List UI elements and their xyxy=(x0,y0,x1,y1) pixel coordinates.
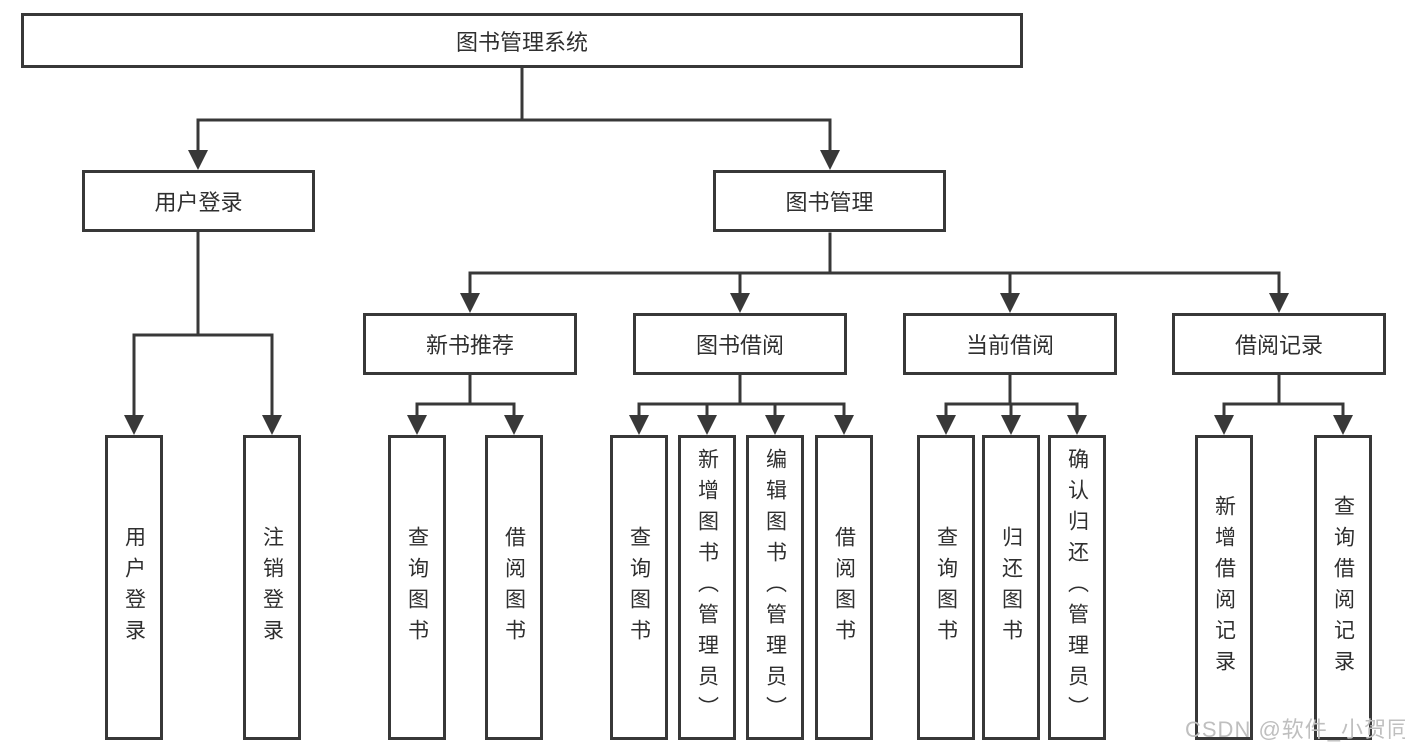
node-leaf-query-books-current-label: 查询图书 xyxy=(934,525,958,650)
node-leaf-add-books-admin-label: 新增图书（管理员） xyxy=(695,448,719,727)
node-leaf-borrow-books-recommend: 借阅图书 xyxy=(485,435,543,740)
connector-new-book-recommendation-to-leaves xyxy=(407,373,524,435)
csdn-watermark: CSDN @软件_小贺同学 xyxy=(1185,717,1405,742)
connector-user-login-to-leaves xyxy=(124,230,282,435)
node-user-login-label: 用户登录 xyxy=(154,190,243,215)
node-leaf-query-books-borrowing: 查询图书 xyxy=(610,435,668,740)
node-leaf-user-login: 用户登录 xyxy=(105,435,163,740)
connector-root-to-level2 xyxy=(188,66,840,170)
node-leaf-confirm-return-admin: 确认归还（管理员） xyxy=(1048,435,1106,740)
node-leaf-logout-label: 注销登录 xyxy=(260,525,284,650)
node-leaf-query-borrow-record-label: 查询借阅记录 xyxy=(1331,494,1355,681)
node-borrowing-records-label: 借阅记录 xyxy=(1234,333,1323,358)
node-leaf-user-login-label: 用户登录 xyxy=(122,525,146,650)
node-borrowing-records: 借阅记录 xyxy=(1172,313,1386,375)
node-book-management-label: 图书管理 xyxy=(785,190,874,215)
node-leaf-add-borrow-record: 新增借阅记录 xyxy=(1195,435,1253,740)
node-leaf-confirm-return-admin-label: 确认归还（管理员） xyxy=(1065,448,1089,727)
node-leaf-return-books: 归还图书 xyxy=(982,435,1040,740)
connector-borrowing-records-to-leaves xyxy=(1214,373,1353,435)
node-book-borrowing-label: 图书借阅 xyxy=(695,333,784,358)
connector-book-borrowing-to-leaves xyxy=(629,373,854,435)
node-new-book-recommendation: 新书推荐 xyxy=(363,313,577,375)
node-leaf-add-borrow-record-label: 新增借阅记录 xyxy=(1212,494,1236,681)
node-leaf-borrow-books-label: 借阅图书 xyxy=(832,525,856,650)
node-current-borrowing-label: 当前借阅 xyxy=(965,333,1054,358)
node-user-login: 用户登录 xyxy=(82,170,315,232)
node-leaf-logout: 注销登录 xyxy=(243,435,301,740)
node-leaf-query-books-recommend: 查询图书 xyxy=(388,435,446,740)
node-book-borrowing: 图书借阅 xyxy=(633,313,847,375)
node-leaf-borrow-books-recommend-label: 借阅图书 xyxy=(502,525,526,650)
node-leaf-query-books-borrowing-label: 查询图书 xyxy=(627,525,651,650)
node-leaf-borrow-books: 借阅图书 xyxy=(815,435,873,740)
node-library-management-system-label: 图书管理系统 xyxy=(455,29,588,55)
node-leaf-query-books-recommend-label: 查询图书 xyxy=(405,525,429,650)
connector-book-management-to-level3 xyxy=(460,232,1289,313)
node-leaf-query-books-current: 查询图书 xyxy=(917,435,975,740)
node-leaf-edit-books-admin-label: 编辑图书（管理员） xyxy=(763,448,787,727)
node-leaf-query-borrow-record: 查询借阅记录 xyxy=(1314,435,1372,740)
node-current-borrowing: 当前借阅 xyxy=(903,313,1117,375)
connector-current-borrowing-to-leaves xyxy=(936,373,1087,435)
node-book-management: 图书管理 xyxy=(713,170,946,232)
node-leaf-return-books-label: 归还图书 xyxy=(999,525,1023,650)
node-leaf-edit-books-admin: 编辑图书（管理员） xyxy=(746,435,804,740)
node-leaf-add-books-admin: 新增图书（管理员） xyxy=(678,435,736,740)
node-new-book-recommendation-label: 新书推荐 xyxy=(425,333,514,358)
node-library-management-system: 图书管理系统 xyxy=(21,13,1023,68)
